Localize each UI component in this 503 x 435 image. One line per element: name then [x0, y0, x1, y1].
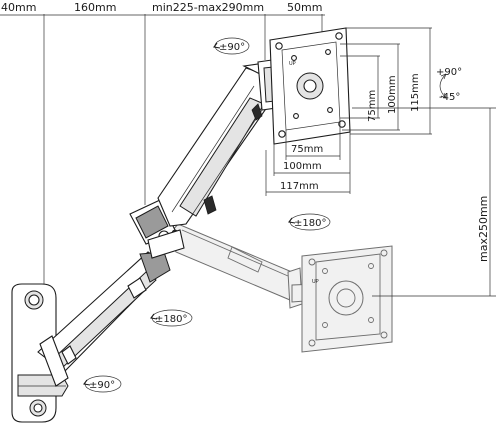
- max-height-label: max250mm: [477, 196, 490, 262]
- tilt-up-label: +90°: [436, 67, 462, 78]
- wall-mount-plate: [11, 283, 69, 423]
- vesa-plate-up-marking: UP: [289, 61, 296, 67]
- wall-offset-label: 40mm: [1, 1, 36, 14]
- screen-rotate-icon: [288, 213, 331, 231]
- arm-rotate-icon: [150, 309, 193, 327]
- vesa-horizontal-dimensions: [265, 122, 351, 196]
- base-rotate-icon: [83, 375, 122, 393]
- top-dimension-lines: [0, 14, 325, 290]
- upper-arm: [157, 61, 281, 227]
- vesa-100-vertical-label: 100mm: [387, 75, 398, 114]
- vesa-75-vertical-label: 75mm: [367, 90, 378, 122]
- vesa-100-horizontal-label: 100mm: [283, 161, 322, 172]
- plate-depth-label: 50mm: [287, 1, 322, 14]
- vesa-vertical-dimensions: [340, 27, 432, 135]
- screen-rotate-label: ±180°: [294, 218, 326, 229]
- ghost-plate-up-marking: UP: [312, 279, 319, 285]
- upper-arm-length-label: min225-max290mm: [152, 1, 264, 14]
- lower-arm-length-label: 160mm: [74, 1, 116, 14]
- plate-width-label: 117mm: [280, 181, 319, 192]
- plate-height-label: 115mm: [410, 73, 421, 112]
- tilt-down-label: -45°: [439, 92, 460, 103]
- lower-arm: [37, 251, 171, 387]
- swivel-top-icon: [213, 37, 250, 55]
- base-rotate-label: ±90°: [89, 380, 115, 391]
- max-height-dimension: [352, 107, 496, 297]
- tilt-arc-icon: [439, 73, 447, 99]
- ghost-arm-position: [167, 223, 319, 309]
- swivel-top-label: ±90°: [219, 42, 245, 53]
- arm-rotate-label: ±180°: [155, 314, 187, 325]
- vesa-75-horizontal-label: 75mm: [291, 144, 323, 155]
- ghost-vesa-plate: [301, 245, 393, 353]
- vesa-plate: [269, 27, 351, 145]
